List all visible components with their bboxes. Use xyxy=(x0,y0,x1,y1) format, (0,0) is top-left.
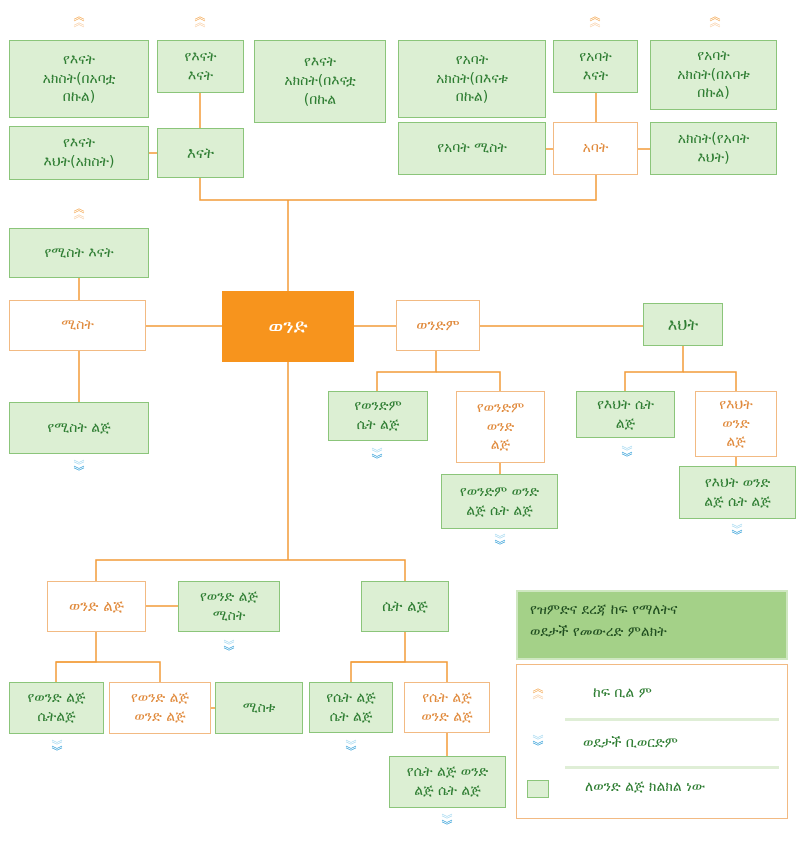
wifes-mother-box: የሚስት እናት xyxy=(9,228,149,278)
chevron-down-icon: ︾︾ xyxy=(371,447,383,466)
chevron-down-icon: ︾︾ xyxy=(223,639,235,658)
sons-son-box: የወንድ ልጅ ወንድ ልጅ xyxy=(109,682,211,734)
sisters-son-box: የእህት ወንድ ልጅ xyxy=(695,391,777,457)
chevron-down-icon: ︾︾ xyxy=(494,533,506,552)
daughter-box: ሴት ልጅ xyxy=(361,581,449,632)
mother-box: እናት xyxy=(157,128,244,178)
chevron-up-icon: ︽︽ xyxy=(73,10,85,29)
brothers-son-box: የወንድም ወንድ ልጅ xyxy=(456,391,545,463)
legend-divider xyxy=(565,718,779,721)
legend-title: የዝምድና ደረጃ ከፍ የማለትና ወደታች የመውረድ ምልክት xyxy=(516,590,788,660)
sisters-sons-daughter-box: የእህት ወንድ ልጅ ሴት ልጅ xyxy=(679,466,796,519)
chevron-down-icon: ︾︾ xyxy=(731,523,743,542)
center-man-box: ወንድ xyxy=(222,291,354,362)
fathers-aunt-maternal-box: የአባት አክስት(በእናቱ በኩል) xyxy=(398,40,546,118)
daughters-son-box: የሴት ልጅ ወንድ ልጅ xyxy=(404,682,490,733)
brother-box: ወንድም xyxy=(396,300,480,351)
sons-wife-box: የወንድ ልጅ ሚስት xyxy=(178,581,280,632)
mothers-aunt-maternal-box: የእናት አክስት(በእናቷ (በኩል xyxy=(254,40,386,123)
chevron-down-icon: ︾︾ xyxy=(532,734,544,753)
daughters-daughter-box: የሴት ልጅ ሴት ልጅ xyxy=(309,682,393,733)
sons-sons-wife-box: ሚስቱ xyxy=(215,682,303,734)
son-box: ወንድ ልጅ xyxy=(47,581,146,632)
chevron-down-icon: ︾︾ xyxy=(441,813,453,832)
sons-daughter-box: የወንድ ልጅ ሴትልጅ xyxy=(9,682,104,734)
chevron-up-icon: ︽︽ xyxy=(709,10,721,29)
legend-green-swatch xyxy=(527,780,549,798)
father-box: አባት xyxy=(553,122,638,175)
chevron-down-icon: ︾︾ xyxy=(73,459,85,478)
wifes-child-box: የሚስት ልጅ xyxy=(9,402,149,454)
wife-box: ሚስት xyxy=(9,300,146,351)
brothers-sons-daughter-box: የወንድም ወንድ ልጅ ሴት ልጅ xyxy=(441,474,558,529)
chevron-up-icon: ︽︽ xyxy=(532,682,544,701)
legend-down-label: ወደታች ቢወርድም xyxy=(583,735,678,751)
fathers-sister-box: አክስት(የአባት እህት) xyxy=(650,122,777,175)
legend-divider xyxy=(565,766,779,769)
mothers-sister-box: የእናት እህት(አክስት) xyxy=(9,126,149,180)
mothers-aunt-paternal-box: የእናት አክስት(በአባቷ በኩል) xyxy=(9,40,149,118)
fathers-aunt-paternal-box: የአባት አክስት(በአባቱ በኩል) xyxy=(650,40,777,110)
chevron-up-icon: ︽︽ xyxy=(589,10,601,29)
chevron-up-icon: ︽︽ xyxy=(73,202,85,221)
sisters-daughter-box: የእህት ሴት ልጅ xyxy=(576,391,675,438)
legend-panel: ︽︽ ከፍ ቢል ም ︾︾ ወደታች ቢወርድም ለወንድ ልጅ ክልክል ነው xyxy=(516,664,788,819)
legend-up-label: ከፍ ቢል ም xyxy=(593,685,652,701)
chevron-down-icon: ︾︾ xyxy=(51,739,63,758)
legend-box-label: ለወንድ ልጅ ክልክል ነው xyxy=(585,779,706,795)
sister-box: እህት xyxy=(643,303,723,346)
mothers-mother-box: የእናት እናት xyxy=(157,40,244,93)
chevron-down-icon: ︾︾ xyxy=(345,739,357,758)
chevron-up-icon: ︽︽ xyxy=(194,10,206,29)
brothers-daughter-box: የወንድም ሴት ልጅ xyxy=(328,391,428,441)
fathers-mother-box: የአባት እናት xyxy=(553,40,638,93)
daughters-sons-daughter-box: የሴት ልጅ ወንድ ልጅ ሴት ልጅ xyxy=(389,756,506,808)
fathers-wife-box: የአባት ሚስት xyxy=(398,122,546,175)
chevron-down-icon: ︾︾ xyxy=(621,445,633,464)
